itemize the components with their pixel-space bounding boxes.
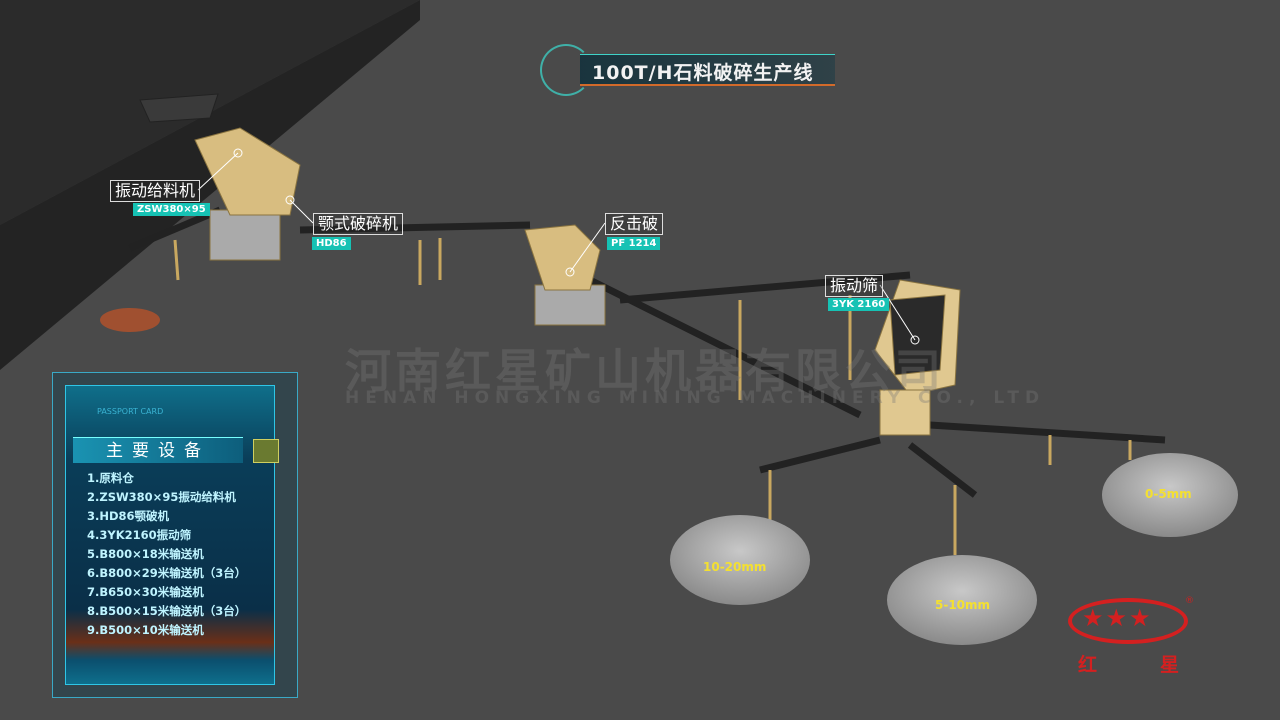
label-jaw-crusher: 颚式破碎机: [313, 213, 404, 235]
list-item: 6.B800×29米输送机（3台）: [87, 566, 247, 580]
pile-10-20: [670, 515, 810, 605]
wall-side: [0, 0, 420, 370]
panel-heading: 主要设备: [73, 437, 243, 463]
page-title: 100T/H石料破碎生产线: [592, 62, 814, 84]
pile-label-10-20: 10-20mm: [703, 560, 767, 574]
list-item: 7.B650×30米输送机: [87, 585, 204, 599]
pile-0-5: [1102, 453, 1238, 537]
label-feeder: 振动给料机: [110, 180, 201, 202]
watermark-cn: 河南红星矿山机器有限公司: [345, 344, 945, 398]
supports: [173, 238, 1132, 555]
tag-screen: 3YK 2160: [828, 298, 890, 311]
vibrating-screen: [874, 279, 961, 436]
panel-square-decoration: [253, 439, 279, 463]
list-item: 8.B500×15米输送机（3台）: [87, 604, 247, 618]
spill-pile: [100, 308, 160, 332]
list-item: 5.B800×18米输送机: [87, 547, 204, 561]
pile-label-0-5: 0-5mm: [1145, 487, 1192, 501]
label-impact-crusher: 反击破: [605, 213, 664, 235]
tag-feeder: ZSW380×95: [133, 203, 210, 216]
tag-impact-crusher: PF 1214: [607, 237, 661, 250]
jaw-crusher: [194, 127, 301, 261]
impact-crusher: [524, 224, 606, 326]
list-item: 3.HD86颚破机: [87, 509, 170, 523]
tag-jaw-crusher: HD86: [312, 237, 351, 250]
pile-5-10: [887, 555, 1037, 645]
title-banner: 100T/H石料破碎生产线: [540, 44, 840, 96]
conveyors: [128, 206, 1166, 498]
watermark-en: HENAN HONGXING MINING MACHINERY CO., LTD: [345, 388, 1046, 408]
brand-logo: ★★★ ® 红 星: [1068, 596, 1194, 678]
list-item: 1.原料仓: [87, 471, 134, 485]
card-label: PASSPORT CARD: [97, 407, 164, 416]
callout-lines: [197, 148, 920, 345]
raw-bin: [139, 93, 219, 123]
list-item: 4.3YK2160振动筛: [87, 528, 192, 542]
label-screen: 振动筛: [825, 275, 884, 297]
star-icon: ★★★: [1082, 604, 1153, 632]
list-item: 2.ZSW380×95振动给料机: [87, 490, 236, 504]
pile-label-5-10: 5-10mm: [935, 598, 991, 612]
equipment-panel: PASSPORT CARD 主要设备 1.原料仓 2.ZSW380×95振动给料…: [52, 372, 298, 698]
ring-decoration-icon: [540, 44, 592, 96]
list-item: 9.B500×10米输送机: [87, 623, 204, 637]
equipment-list: 1.原料仓 2.ZSW380×95振动给料机 3.HD86颚破机 4.3YK21…: [87, 469, 246, 640]
